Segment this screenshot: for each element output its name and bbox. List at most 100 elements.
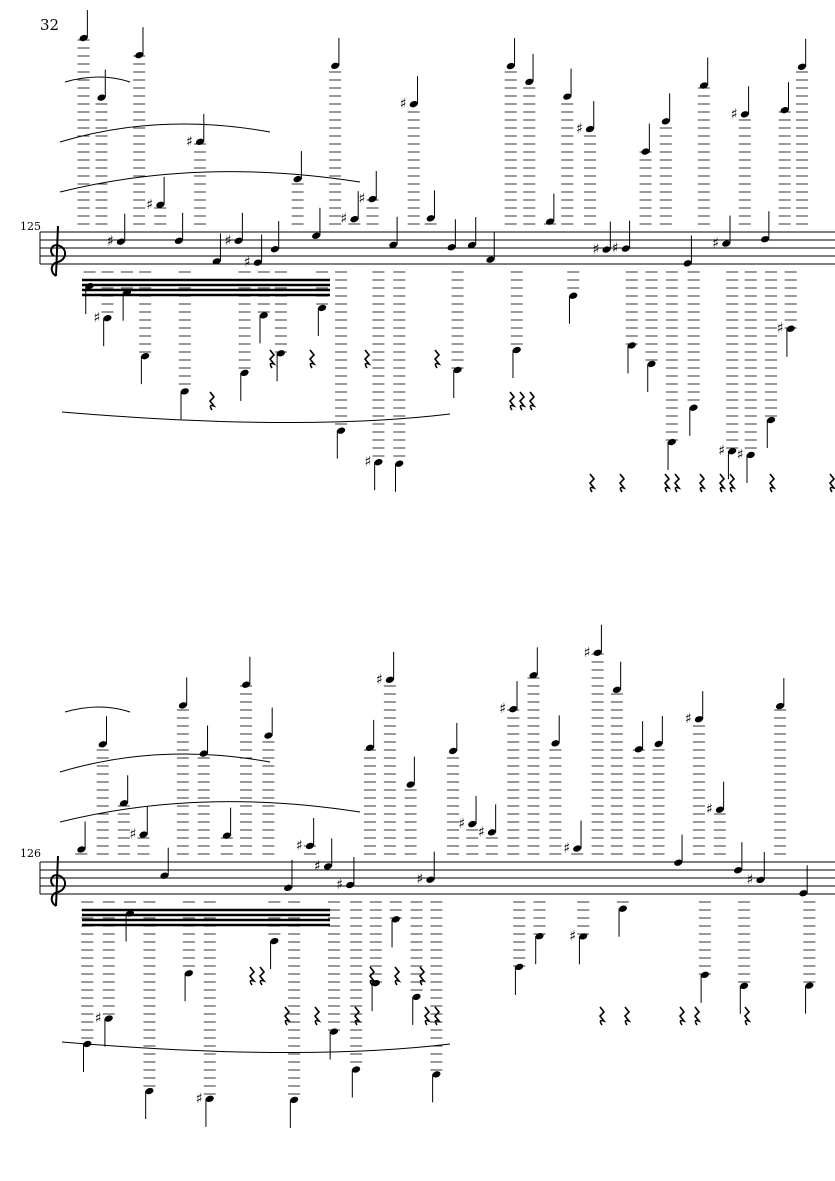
sharp-icon: ♯ [737,447,744,463]
notehead [699,82,708,89]
notehead [512,346,521,354]
notehead [535,933,544,940]
notehead [468,820,477,828]
sharp-icon: ♯ [244,255,251,271]
notehead [103,315,112,322]
sharp-icon: ♯ [225,233,232,249]
quarter-rest-icon [828,473,835,493]
quarter-rest-icon [393,966,402,986]
quarter-rest-icon [208,391,217,411]
notehead [205,1095,214,1103]
slur [64,706,131,713]
quarter-rest-icon [728,473,737,493]
sharp-icon: ♯ [146,197,153,213]
notehead [545,218,555,225]
sharp-icon: ♯ [364,454,371,470]
notehead [352,1066,361,1073]
notehead [195,138,205,146]
sharp-icon: ♯ [93,310,100,326]
notehead [409,100,418,108]
quarter-rest-icon [433,1006,442,1026]
sharp-icon: ♯ [358,191,365,207]
quarter-rest-icon [368,966,377,986]
sharp-icon: ♯ [296,838,303,854]
sharp-icon: ♯ [186,134,193,150]
notehead [329,1028,339,1035]
treble-clef-icon [50,855,66,907]
sharp-icon: ♯ [706,802,713,818]
notehead [641,148,650,155]
notehead [222,832,231,839]
notehead [667,438,676,446]
slur [59,801,361,823]
quarter-rest-icon [743,1006,752,1026]
sharp-icon: ♯ [478,824,485,840]
notehead [199,750,208,757]
notehead [563,93,572,100]
notehead [141,352,150,360]
notehead [412,993,421,1001]
notehead [346,881,355,889]
notehead [700,971,710,978]
notehead [184,970,193,977]
notehead [618,905,627,912]
notehead [374,459,383,466]
notehead [79,34,88,42]
slur [59,753,271,773]
notehead [593,649,602,656]
notehead [97,94,106,101]
notehead [775,702,785,710]
notehead [799,890,808,897]
notehead [312,232,321,239]
notehead [119,800,128,807]
notehead [647,360,656,368]
notehead [797,63,806,70]
quarter-rest-icon [508,391,517,411]
notehead [715,806,724,813]
sharp-icon: ♯ [576,121,583,137]
notehead [234,237,243,244]
slur [61,1041,451,1054]
notehead [569,292,578,299]
notehead [240,369,249,377]
notehead [722,240,731,247]
sharp-icon: ♯ [731,106,738,122]
notehead [212,258,221,265]
sharp-icon: ♯ [569,928,576,944]
slur [59,123,271,143]
sharp-icon: ♯ [107,234,114,250]
notehead [515,963,524,971]
sharp-icon: ♯ [612,241,619,257]
treble-clef-icon [50,225,66,277]
sharp-icon: ♯ [746,872,753,888]
notehead [264,732,273,739]
sharp-icon: ♯ [718,443,725,459]
notehead [654,740,663,748]
notehead [139,831,148,838]
sharp-icon: ♯ [777,321,784,337]
notehead [116,238,126,245]
quarter-rest-icon [518,391,527,411]
page-number: 32 [40,16,60,34]
sharp-icon: ♯ [376,672,383,688]
quarter-rest-icon [623,1006,632,1026]
quarter-rest-icon [433,349,442,369]
notehead [487,829,496,836]
quarter-rest-icon [588,473,597,493]
sharp-icon: ♯ [196,1091,203,1107]
sharp-icon: ♯ [458,816,465,832]
staff-system-125: ♯♯♯♯♯♯♯♯♯♯♯♯♯♯♯♯♯♯ [39,10,835,493]
notehead [135,52,144,59]
slur [61,411,451,424]
notehead [432,1071,441,1078]
notehead [305,842,314,850]
notehead [447,244,456,251]
quarter-rest-icon [598,1006,607,1026]
quarter-rest-icon [283,1006,292,1026]
notehead [365,744,374,752]
notehead [627,342,636,349]
sharp-icon: ♯ [584,645,591,661]
quarter-rest-icon [718,473,727,493]
notehead [634,746,643,753]
